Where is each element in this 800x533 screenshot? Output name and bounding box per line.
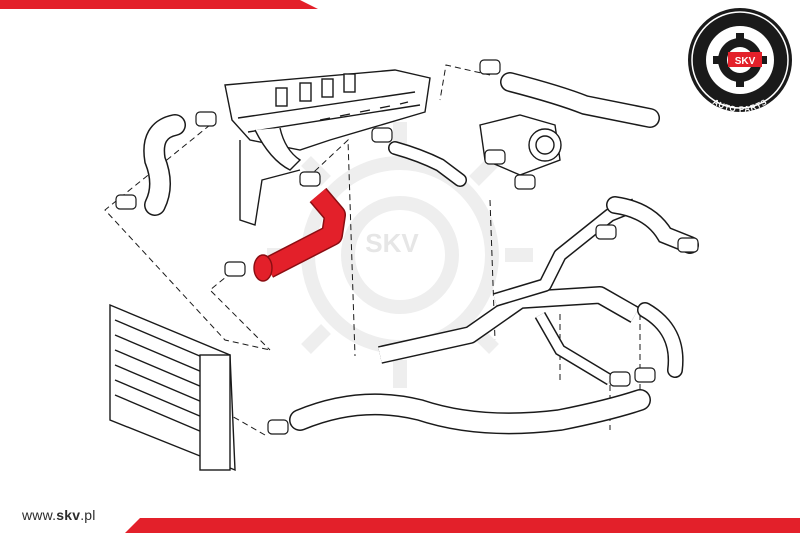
footer-url-brand: skv xyxy=(56,507,81,523)
hose-clamp xyxy=(514,174,536,190)
top-left-accent-bar xyxy=(0,0,318,9)
cylinder-head xyxy=(224,69,431,226)
pipe-assembly-right xyxy=(378,196,699,386)
hose-upper-right xyxy=(500,72,660,128)
hose-clamps xyxy=(115,59,699,435)
badge-brand: SKV xyxy=(735,56,756,67)
hose-clamp xyxy=(115,194,137,210)
hose-clamp xyxy=(371,127,393,143)
highlighted-hose xyxy=(253,187,346,282)
hose-clamp xyxy=(195,111,217,127)
footer-url[interactable]: www.skv.pl xyxy=(22,507,96,523)
hose-small-middle xyxy=(388,141,467,187)
brand-badge: SKV AFTERMARKET PRICE · OE QUALITY AUTO … xyxy=(686,0,794,114)
hose-upper-left xyxy=(143,114,186,216)
watermark-text: SKV xyxy=(365,228,419,258)
hose-clamp xyxy=(634,367,656,383)
footer-url-suffix: .pl xyxy=(80,507,96,523)
hose-clamp xyxy=(267,419,289,435)
footer-url-prefix: www. xyxy=(22,507,57,523)
hose-clamp xyxy=(479,59,501,75)
hose-clamp xyxy=(677,237,699,253)
hose-clamp xyxy=(595,224,617,240)
bottom-right-accent-bar xyxy=(125,518,800,533)
hose-clamp xyxy=(609,371,631,387)
hose-clamp xyxy=(224,261,246,277)
hose-clamp xyxy=(299,171,321,187)
hose-clamp xyxy=(484,149,506,165)
radiator xyxy=(109,303,236,472)
hose-lower-long xyxy=(289,389,651,435)
